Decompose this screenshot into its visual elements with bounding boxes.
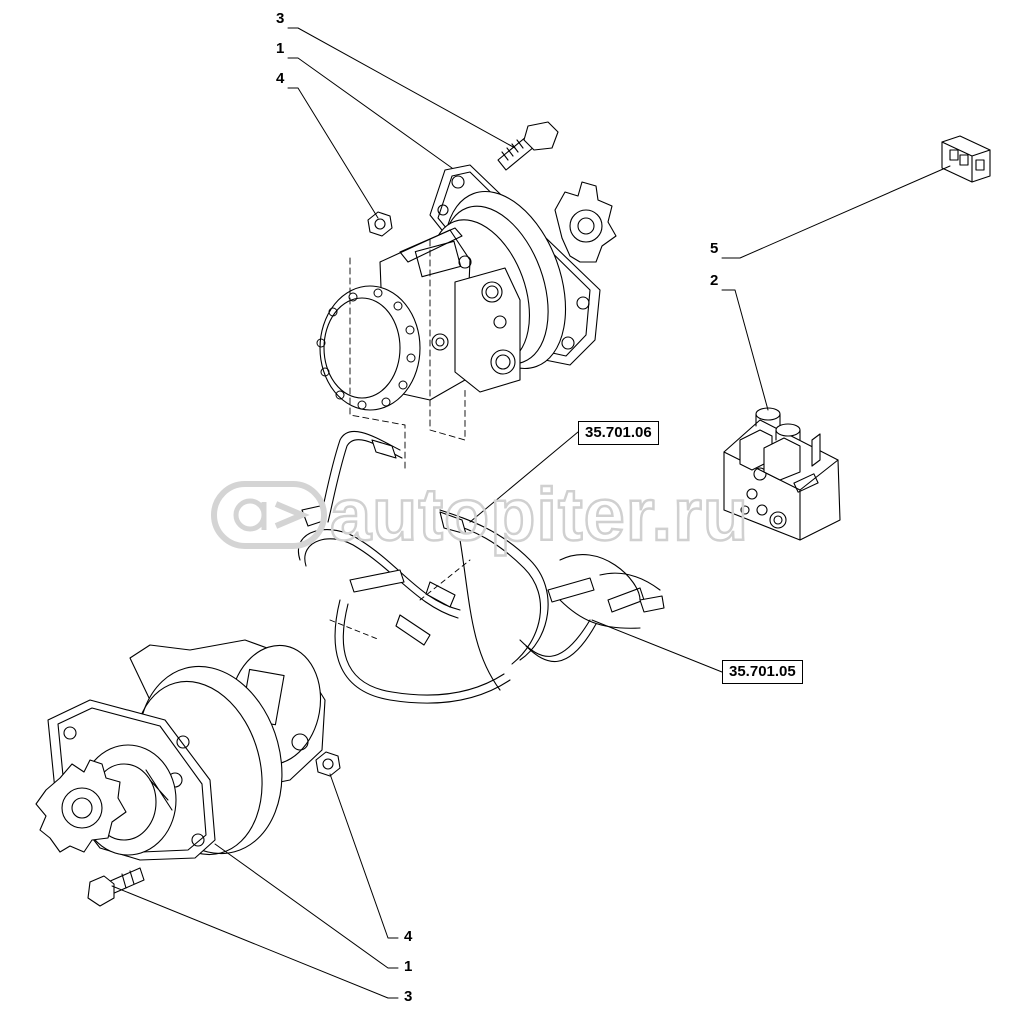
callout-lower-bolt: 3 (404, 988, 413, 1005)
lower-hydraulic-motor (35, 639, 326, 861)
callout-connector: 5 (710, 240, 719, 257)
lower-bolt (87, 867, 145, 907)
upper-bolt (497, 121, 559, 171)
lower-nut (315, 751, 341, 777)
callout-upper-bolt: 3 (276, 10, 285, 27)
hydraulic-hose-set (297, 430, 665, 704)
ref-link-upper-hoses[interactable]: 35.701.06 (578, 421, 659, 445)
valve-block (723, 407, 841, 541)
leader-lines (111, 27, 951, 999)
electrical-connector (941, 135, 991, 183)
callout-upper-motor: 1 (276, 40, 285, 57)
callout-lower-nut: 4 (404, 928, 413, 945)
callout-upper-nut: 4 (276, 70, 285, 87)
callout-valve-block: 2 (710, 272, 719, 289)
callout-lower-motor: 1 (404, 958, 413, 975)
upper-hydraulic-motor (316, 164, 617, 471)
ref-link-lower-hoses[interactable]: 35.701.05 (722, 660, 803, 684)
upper-nut (367, 211, 393, 237)
